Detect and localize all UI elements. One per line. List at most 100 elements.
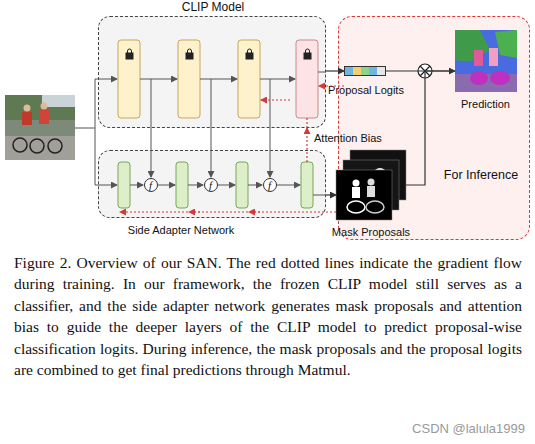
seg-sky [455, 30, 517, 92]
matmul-cross [420, 66, 430, 76]
photo-rider [22, 112, 32, 125]
node-label: Proposal Logits [325, 83, 407, 97]
wire [218, 185, 235, 186]
connector-arrow [406, 71, 455, 185]
gradient-line [261, 99, 290, 100]
fusion-circle: f [144, 178, 158, 192]
frozen-block [118, 40, 140, 118]
node-label: Side Adapter Network [99, 223, 263, 237]
photo-wheel [30, 139, 44, 153]
mask-image [336, 170, 392, 220]
clip-blocks [118, 40, 318, 118]
seg-person [489, 48, 498, 66]
wire [151, 79, 152, 177]
frozen-block [296, 40, 318, 118]
mask-blob [371, 168, 389, 192]
proposal-logits-bar: Proposal Logits [344, 66, 386, 76]
adapter-block [176, 162, 188, 208]
frozen-block [238, 40, 260, 118]
adapter-wires [130, 185, 326, 195]
matmul-symbol [418, 64, 432, 78]
wire [140, 79, 177, 80]
lock-icon [304, 53, 311, 59]
wire [260, 79, 295, 80]
mask-image [350, 150, 406, 200]
lock-icons [126, 49, 311, 59]
matmul-circle [418, 64, 432, 78]
adapter-blocks [118, 162, 313, 208]
node-label: Prediction [445, 97, 527, 111]
inference-region: For Inference Prediction [338, 16, 530, 240]
node-label: f [205, 179, 217, 191]
seg-bike [490, 71, 510, 85]
connector-arrow [326, 194, 336, 195]
gradient-flow [120, 86, 344, 212]
input-image [5, 95, 75, 160]
lock-icon [128, 49, 132, 53]
node-label: CLIP Model [99, 0, 327, 15]
photo-road [5, 136, 75, 160]
lock-icon [188, 49, 192, 53]
gradient-line [189, 211, 200, 212]
gradient-line [306, 150, 307, 162]
node-label: Mask Proposals [330, 225, 412, 239]
wire [248, 185, 262, 186]
frozen-block [178, 40, 200, 118]
photo-head [41, 103, 48, 110]
gradient-line [306, 118, 307, 128]
seg-tree [495, 30, 517, 58]
gradient-line [120, 211, 336, 212]
connector-arrow [306, 128, 307, 150]
lock-icon [248, 49, 252, 53]
seg-bike [470, 71, 488, 85]
lock-icon [306, 49, 310, 53]
adapter-block [301, 162, 313, 208]
mask-blob [353, 180, 360, 187]
seg-tree [455, 30, 490, 62]
mask-blob [368, 179, 375, 186]
wire [318, 72, 326, 73]
wire [313, 195, 326, 196]
wire [188, 185, 203, 186]
mask-blob [352, 187, 360, 198]
wire [200, 79, 237, 80]
node-label: f [264, 179, 276, 191]
lock-icon [246, 53, 253, 59]
photo-head [24, 105, 31, 112]
mask-blob [347, 201, 365, 213]
photo-bg [5, 95, 75, 160]
mask-images [336, 150, 406, 220]
seg-road [455, 74, 517, 92]
seg-person [474, 50, 483, 66]
node-label: For Inference [436, 167, 526, 183]
fusion-circle: f [263, 178, 277, 192]
matmul-cross [420, 66, 430, 76]
illustration [0, 0, 535, 250]
wire [270, 79, 271, 177]
node-label: f [145, 179, 157, 191]
connector-arrow [386, 70, 455, 71]
wire [158, 185, 175, 186]
fusion-circle: f [204, 178, 218, 192]
wire [75, 79, 117, 128]
connector-arrow [326, 70, 344, 71]
mask-proposals: Mask Proposals [336, 150, 406, 220]
gradient-line [319, 85, 344, 86]
mask-blob [366, 201, 384, 213]
lock-icon [126, 53, 133, 59]
clip-wires [140, 72, 326, 177]
photo-wheel [13, 138, 27, 152]
wire [277, 185, 300, 186]
side-adapter-box: Side Adapter Networkfff [98, 150, 326, 218]
watermark: CSDN @lalula1999 [412, 421, 525, 436]
wire [130, 185, 143, 186]
mask-image [343, 160, 399, 210]
edge-label: Attention Bias [314, 132, 382, 144]
photo-rider [39, 110, 49, 124]
adapter-block [236, 162, 248, 208]
wire [95, 128, 117, 185]
lock-icon [186, 53, 193, 59]
input-wires [75, 79, 117, 185]
photo-wheel [48, 139, 62, 153]
